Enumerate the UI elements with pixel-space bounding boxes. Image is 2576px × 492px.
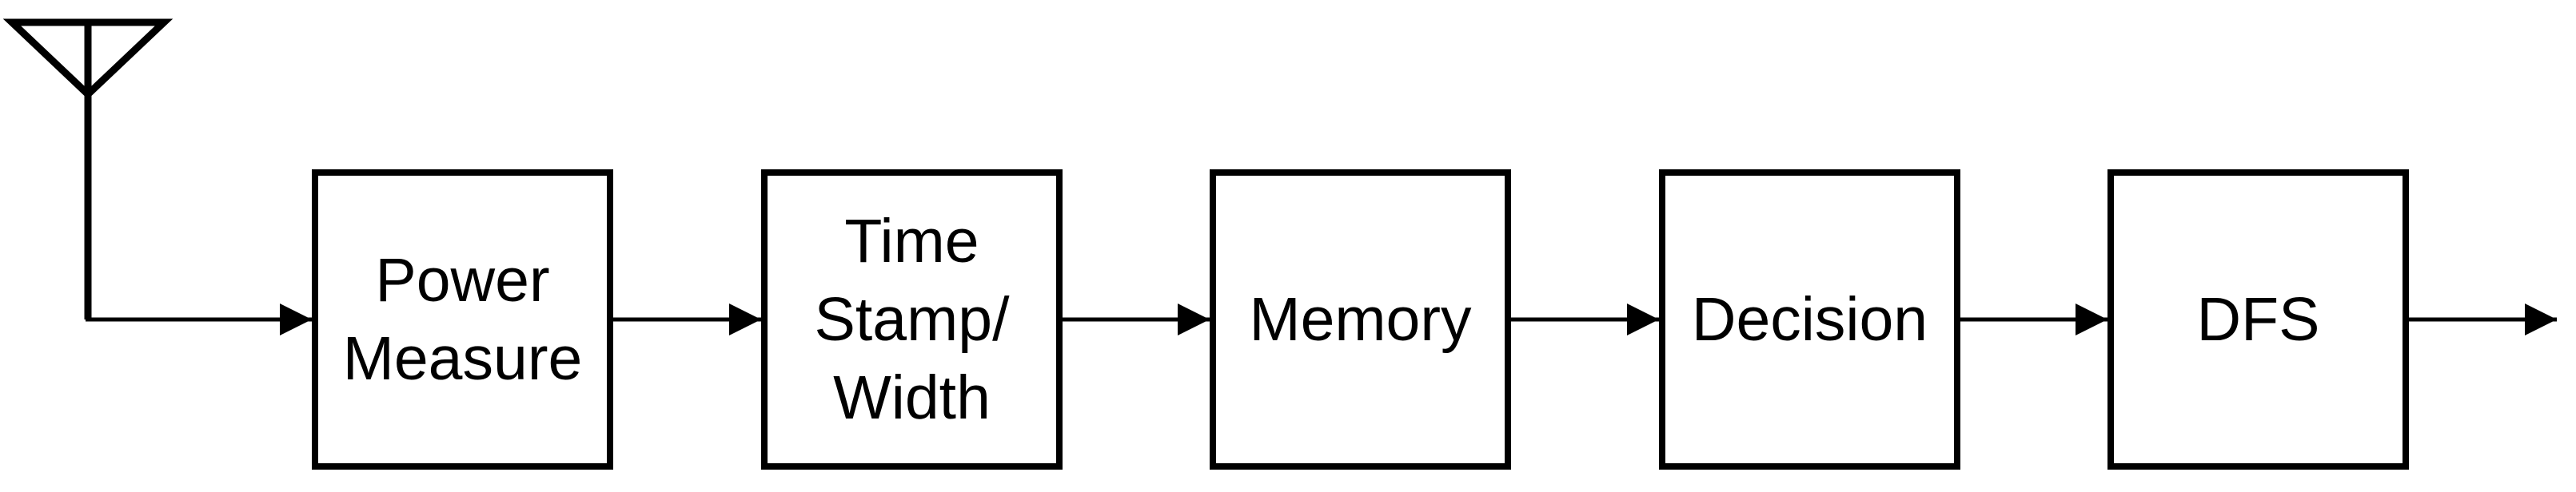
block-power-measure-label: Power Measure xyxy=(342,246,583,393)
block-dfs-label: DFS xyxy=(2196,285,2320,354)
block-memory: Memory xyxy=(1210,169,1511,470)
block-decision-label: Decision xyxy=(1691,285,1928,354)
block-time-stamp-width: Time Stamp/ Width xyxy=(761,169,1063,470)
block-decision: Decision xyxy=(1659,169,1960,470)
block-power-measure: Power Measure xyxy=(312,169,613,470)
antenna-icon xyxy=(2,18,173,319)
block-memory-label: Memory xyxy=(1249,285,1472,354)
block-time-stamp-width-label: Time Stamp/ Width xyxy=(814,207,1010,432)
block-dfs: DFS xyxy=(2107,169,2409,470)
